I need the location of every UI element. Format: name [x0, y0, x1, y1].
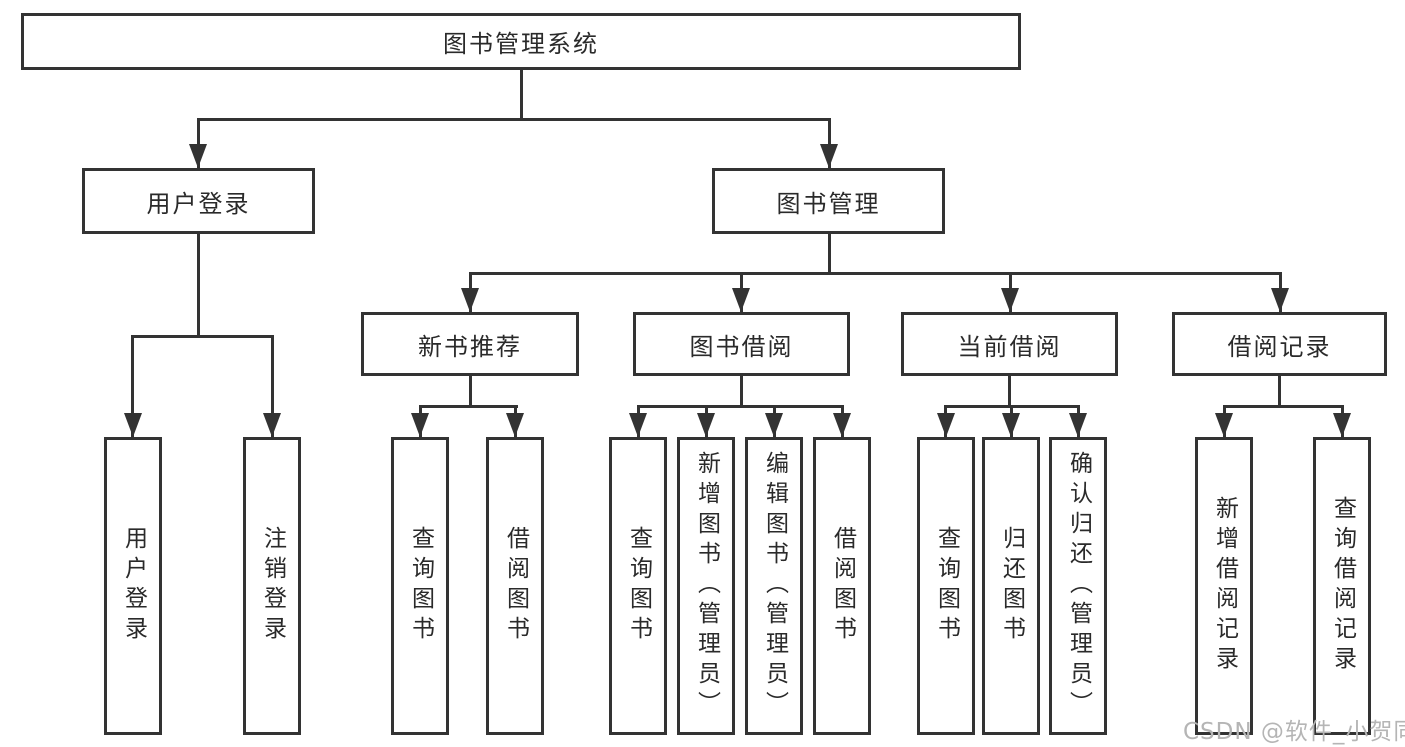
arrow-down-icon	[732, 288, 750, 312]
leaf-query-books-newbook: 查询图书	[391, 437, 449, 735]
arrow-down-icon	[263, 413, 281, 437]
connector-line	[469, 376, 472, 408]
arrow-down-icon	[833, 413, 851, 437]
arrow-down-icon	[1333, 413, 1351, 437]
leaf-query-books-current: 查询图书	[917, 437, 975, 735]
leaf-label: 新增借阅记录	[1211, 496, 1238, 676]
node-new-book-recommendation: 新书推荐	[361, 312, 579, 376]
connector-line	[271, 335, 274, 437]
arrow-down-icon	[1069, 413, 1087, 437]
connector-line	[1008, 376, 1011, 408]
leaf-label: 新增图书（管理员）	[693, 451, 720, 721]
leaf-label: 注销登录	[259, 526, 286, 646]
connector-line	[520, 70, 523, 120]
connector-line	[828, 118, 831, 168]
leaf-add-borrow-record: 新增借阅记录	[1195, 437, 1253, 735]
leaf-user-login: 用户登录	[104, 437, 162, 735]
connector-line	[197, 118, 831, 121]
leaf-label: 查询借阅记录	[1329, 496, 1356, 676]
leaf-label: 确认归还（管理员）	[1065, 451, 1092, 721]
arrow-down-icon	[506, 413, 524, 437]
arrow-down-icon	[1215, 413, 1233, 437]
leaf-label: 归还图书	[998, 526, 1025, 646]
leaf-borrow-books-borrowing: 借阅图书	[813, 437, 871, 735]
node-borrowing-records: 借阅记录	[1172, 312, 1387, 376]
leaf-label: 查询图书	[407, 526, 434, 646]
connector-line	[131, 335, 134, 437]
arrow-down-icon	[189, 144, 207, 168]
leaf-borrow-books-newbook: 借阅图书	[486, 437, 544, 735]
leaf-label: 借阅图书	[829, 526, 856, 646]
arrow-down-icon	[629, 413, 647, 437]
arrow-down-icon	[1002, 413, 1020, 437]
connector-line	[131, 335, 274, 338]
leaf-label: 借阅图书	[502, 526, 529, 646]
leaf-query-books-borrowing: 查询图书	[609, 437, 667, 735]
arrow-down-icon	[937, 413, 955, 437]
leaf-label: 查询图书	[933, 526, 960, 646]
node-root: 图书管理系统	[21, 13, 1021, 70]
node-book-management: 图书管理	[712, 168, 945, 234]
node-user-login: 用户登录	[82, 168, 315, 234]
leaf-label: 编辑图书（管理员）	[761, 451, 788, 721]
leaf-label: 查询图书	[625, 526, 652, 646]
node-book-borrowing: 图书借阅	[633, 312, 850, 376]
leaf-add-book-admin: 新增图书（管理员）	[677, 437, 735, 735]
connector-line	[740, 376, 743, 408]
watermark: CSDN @软件_小贺同学	[1183, 719, 1405, 745]
arrow-down-icon	[461, 288, 479, 312]
arrow-down-icon	[697, 413, 715, 437]
node-current-borrowing: 当前借阅	[901, 312, 1118, 376]
arrow-down-icon	[1271, 288, 1289, 312]
arrow-down-icon	[765, 413, 783, 437]
leaf-confirm-return-admin: 确认归还（管理员）	[1049, 437, 1107, 735]
leaf-query-borrow-record: 查询借阅记录	[1313, 437, 1371, 735]
connector-line	[828, 234, 831, 275]
connector-line	[1278, 376, 1281, 408]
leaf-return-books: 归还图书	[982, 437, 1040, 735]
connector-line	[197, 234, 200, 338]
leaf-label: 用户登录	[120, 526, 147, 646]
arrow-down-icon	[411, 413, 429, 437]
leaf-edit-book-admin: 编辑图书（管理员）	[745, 437, 803, 735]
arrow-down-icon	[820, 144, 838, 168]
leaf-logout: 注销登录	[243, 437, 301, 735]
connector-line	[419, 405, 518, 408]
arrow-down-icon	[124, 413, 142, 437]
connector-line	[637, 405, 844, 408]
connector-line	[469, 272, 1282, 275]
connector-line	[1223, 405, 1344, 408]
arrow-down-icon	[1001, 288, 1019, 312]
connector-line	[197, 118, 200, 168]
